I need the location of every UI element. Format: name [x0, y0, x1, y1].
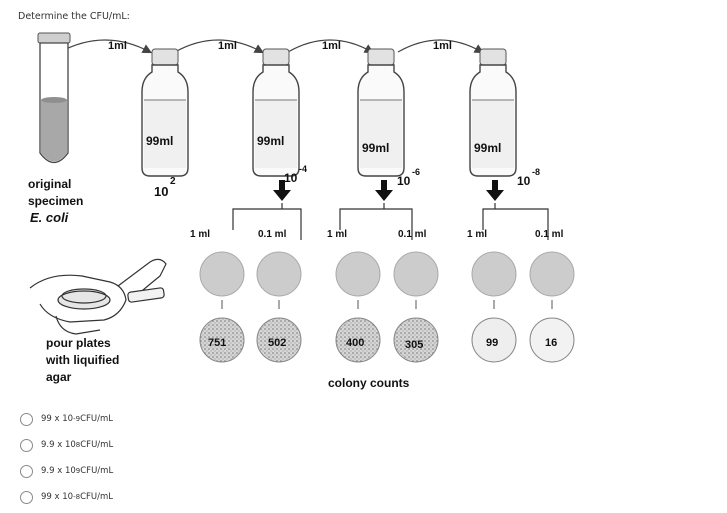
question-text: Determine the CFU/mL: [18, 11, 130, 22]
dilution-exponent: -6 [412, 167, 420, 177]
plating-volume: 0.1 ml [258, 229, 287, 240]
radio-button[interactable] [20, 412, 33, 426]
plating-volume: 1 ml [467, 229, 487, 240]
transfer-label: 1ml [433, 40, 452, 52]
option-unit: CFU/mL [80, 466, 114, 476]
pour-plates-label: with liquified [45, 353, 119, 367]
down-arrow-icon [375, 180, 393, 201]
dilution-base: 10 [284, 171, 298, 185]
colony-plates [199, 317, 575, 363]
option-mantissa: 99 x 10 [41, 414, 74, 424]
colony-count: 16 [545, 337, 557, 349]
option-unit: CFU/mL [80, 440, 114, 450]
dilution-bottle-icon [357, 48, 405, 177]
plating-volume: 0.1 ml [398, 229, 427, 240]
pour-plates-label: pour plates [46, 336, 111, 350]
colony-count: 502 [268, 337, 286, 349]
bottle-volume: 99ml [146, 134, 173, 148]
tube-label-species: E. coli [30, 210, 69, 225]
dilution-bottle-icon [469, 48, 517, 177]
plating-volume: 1 ml [190, 229, 210, 240]
dilution-exponent: 2 [170, 176, 176, 187]
dilution-base: 10 [397, 174, 411, 188]
bottle-volume: 99ml [474, 141, 501, 155]
option-mantissa: 99 x 10 [41, 492, 74, 502]
plating-volume: 1 ml [327, 229, 347, 240]
plate-arrows [221, 300, 553, 309]
dilution-bottle-icon [141, 48, 189, 177]
bottle-volume: 99ml [362, 141, 389, 155]
transfer-arcs [59, 39, 485, 54]
dilution-exponent: -8 [532, 167, 540, 177]
option-mantissa: 9.9 x 10 [41, 440, 76, 450]
dilution-base: 10 [517, 174, 531, 188]
colony-count: 305 [405, 339, 423, 351]
transfer-label: 1ml [322, 40, 341, 52]
down-arrow-icon [486, 180, 504, 201]
radio-button[interactable] [20, 490, 33, 504]
dilution-exponent: -4 [299, 164, 307, 174]
transfer-label: 1ml [108, 40, 127, 52]
option-unit: CFU/mL [80, 414, 113, 424]
tube-label-specimen: specimen [28, 194, 83, 208]
colony-counts-label: colony counts [328, 376, 410, 390]
branch-brackets [232, 203, 549, 240]
option-unit: CFU/mL [80, 492, 113, 502]
pour-plates-label: agar [46, 370, 72, 384]
colony-count: 400 [346, 337, 364, 349]
option-4[interactable]: 99 x 10-8 CFU/mL [20, 484, 113, 510]
specimen-tube-icon [37, 32, 71, 164]
option-1[interactable]: 99 x 10-9 CFU/mL [20, 406, 113, 432]
down-arrow-icon [273, 180, 291, 201]
radio-button[interactable] [20, 438, 33, 452]
transfer-label: 1ml [218, 40, 237, 52]
plating-volume: 0.1 ml [535, 229, 564, 240]
dilution-bottle-icon [252, 48, 300, 177]
tube-label-original: original [28, 177, 71, 191]
option-mantissa: 9.9 x 10 [41, 466, 76, 476]
bottle-volume: 99ml [257, 134, 284, 148]
colony-count: 751 [208, 337, 226, 349]
pour-plate-hands-icon [29, 258, 167, 335]
serial-dilution-diagram: 1ml 1ml 1ml 1ml original specimen E. col… [28, 32, 575, 390]
colony-count: 99 [486, 337, 498, 349]
dilution-base: 10 [154, 184, 168, 199]
radio-button[interactable] [20, 464, 33, 478]
empty-plates [199, 251, 575, 297]
